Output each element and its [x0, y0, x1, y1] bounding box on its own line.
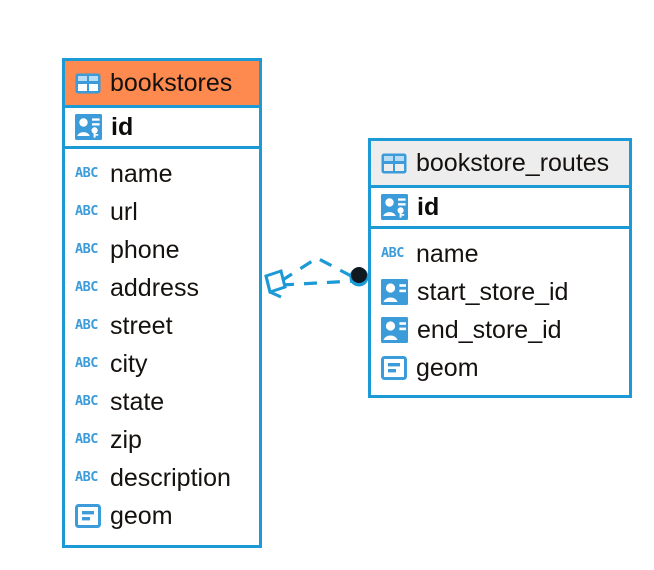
- field-name: url: [110, 197, 138, 226]
- field-name: end_store_id: [417, 315, 562, 344]
- field-row-primary-key[interactable]: id: [65, 105, 259, 149]
- field-row-end-store-id[interactable]: end_store_id: [371, 311, 629, 349]
- field-row-name[interactable]: ABC name: [65, 155, 259, 193]
- field-name: address: [110, 273, 199, 302]
- abc-icon: ABC: [75, 431, 98, 448]
- foreign-key-icon: [381, 317, 408, 343]
- table-icon: [75, 73, 101, 93]
- field-name: name: [416, 239, 479, 268]
- field-row-phone[interactable]: ABC phone: [65, 231, 259, 269]
- abc-icon: ABC: [75, 469, 98, 486]
- field-row-description[interactable]: ABC description: [65, 459, 259, 497]
- primary-key-icon: [381, 194, 408, 220]
- field-row-street[interactable]: ABC street: [65, 307, 259, 345]
- field-row-zip[interactable]: ABC zip: [65, 421, 259, 459]
- field-row-geom[interactable]: geom: [371, 349, 629, 387]
- geometry-icon: [75, 504, 101, 528]
- field-row-address[interactable]: ABC address: [65, 269, 259, 307]
- field-name: start_store_id: [417, 277, 569, 306]
- field-name: geom: [110, 501, 173, 530]
- field-name: city: [110, 349, 148, 378]
- relationship-target-endpoint-icon[interactable]: [349, 267, 369, 287]
- abc-icon: ABC: [381, 245, 404, 262]
- field-row-start-store-id[interactable]: start_store_id: [371, 273, 629, 311]
- abc-icon: ABC: [75, 279, 98, 296]
- foreign-key-icon: [381, 279, 408, 305]
- geometry-icon: [381, 356, 407, 380]
- entity-table-bookstore-routes[interactable]: bookstore_routes id ABC name: [368, 138, 632, 398]
- field-name: description: [110, 463, 231, 492]
- field-row-city[interactable]: ABC city: [65, 345, 259, 383]
- field-name: street: [110, 311, 173, 340]
- relationship-line-end-store[interactable]: [280, 279, 355, 287]
- table-title: bookstores: [110, 68, 233, 97]
- field-row-primary-key[interactable]: id: [371, 185, 629, 229]
- field-row-state[interactable]: ABC state: [65, 383, 259, 421]
- field-name: id: [417, 192, 440, 221]
- relationship-line-start-store[interactable]: [280, 256, 356, 283]
- field-list-bookstores: ABC name ABC url ABC phone ABC address A…: [65, 149, 259, 543]
- field-row-geom[interactable]: geom: [65, 497, 259, 535]
- primary-key-icon: [75, 114, 102, 140]
- abc-icon: ABC: [75, 393, 98, 410]
- field-row-name[interactable]: ABC name: [371, 235, 629, 273]
- abc-icon: ABC: [75, 241, 98, 258]
- table-header-bookstores[interactable]: bookstores: [65, 61, 259, 105]
- abc-icon: ABC: [75, 165, 98, 182]
- field-name: zip: [110, 425, 142, 454]
- field-name: name: [110, 159, 173, 188]
- field-row-url[interactable]: ABC url: [65, 193, 259, 231]
- table-icon: [381, 153, 407, 173]
- field-name: id: [111, 112, 134, 141]
- field-list-bookstore-routes: ABC name start_store_id end_store_id: [371, 229, 629, 395]
- abc-icon: ABC: [75, 317, 98, 334]
- abc-icon: ABC: [75, 355, 98, 372]
- field-name: geom: [416, 353, 479, 382]
- field-name: state: [110, 387, 165, 416]
- entity-table-bookstores[interactable]: bookstores id ABC name ABC url ABC phone: [62, 58, 262, 548]
- relationship-source-endpoint-icon[interactable]: [264, 269, 287, 299]
- table-title: bookstore_routes: [416, 148, 610, 177]
- table-header-bookstore-routes[interactable]: bookstore_routes: [371, 141, 629, 185]
- abc-icon: ABC: [75, 203, 98, 220]
- field-name: phone: [110, 235, 180, 264]
